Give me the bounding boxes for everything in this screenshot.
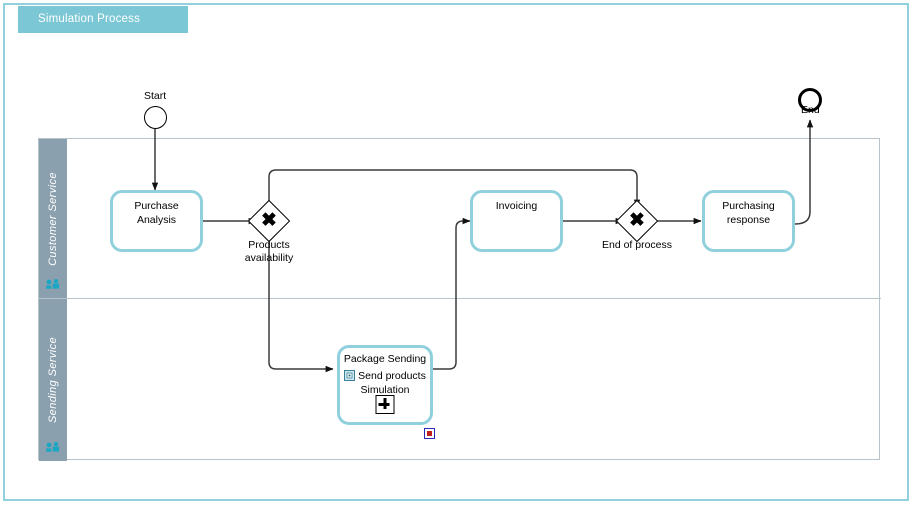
gateway-end-of-process[interactable]: ✖ End of process bbox=[602, 199, 672, 251]
task-invoicing[interactable]: Invoicing bbox=[470, 190, 563, 252]
simulation-badge-icon[interactable] bbox=[424, 428, 435, 439]
end-event[interactable] bbox=[798, 88, 822, 112]
start-event-label: Start bbox=[144, 90, 167, 102]
collapsed-subprocess-plus-icon[interactable] bbox=[375, 395, 395, 414]
lane-header-customer-service[interactable]: Customer Service bbox=[39, 139, 67, 298]
subprocess-inner-line2: Simulation bbox=[360, 384, 410, 396]
task-purchase-analysis[interactable]: Purchase Analysis bbox=[110, 190, 203, 252]
people-icon bbox=[46, 442, 60, 452]
start-event[interactable] bbox=[144, 106, 167, 129]
end-event-label: End bbox=[801, 104, 820, 116]
lane-label-customer-service: Customer Service bbox=[47, 171, 59, 266]
lane-label-sending-service: Sending Service bbox=[47, 336, 59, 424]
lane-sending-service[interactable]: Sending Service bbox=[39, 299, 881, 461]
task-line1: Purchase bbox=[134, 200, 179, 212]
gateway-end-of-process-label: End of process bbox=[601, 239, 673, 251]
task-line1: Purchasing bbox=[722, 200, 775, 212]
simulation-icon bbox=[344, 370, 356, 381]
subprocess-package-sending[interactable]: Package Sending Send products Simulation bbox=[337, 345, 433, 425]
diagram-title-tab[interactable]: Simulation Process bbox=[18, 6, 188, 33]
subprocess-inner-line1: Send products bbox=[358, 370, 426, 382]
task-purchasing-response-label: Purchasing response bbox=[705, 199, 792, 227]
task-line2: Analysis bbox=[136, 214, 177, 226]
subprocess-inner-text: Send products Simulation bbox=[340, 369, 430, 397]
pool: Customer Service Sending Service bbox=[38, 138, 881, 461]
task-line2: response bbox=[726, 214, 771, 226]
subprocess-title: Package Sending bbox=[343, 353, 427, 365]
people-icon bbox=[46, 279, 60, 289]
task-purchase-analysis-label: Purchase Analysis bbox=[113, 199, 200, 227]
task-purchasing-response[interactable]: Purchasing response bbox=[702, 190, 795, 252]
gateway-x-icon: ✖ bbox=[261, 210, 277, 231]
task-invoicing-label: Invoicing bbox=[495, 200, 538, 212]
gateway-x-icon: ✖ bbox=[629, 210, 645, 231]
lane-header-sending-service[interactable]: Sending Service bbox=[39, 299, 67, 461]
